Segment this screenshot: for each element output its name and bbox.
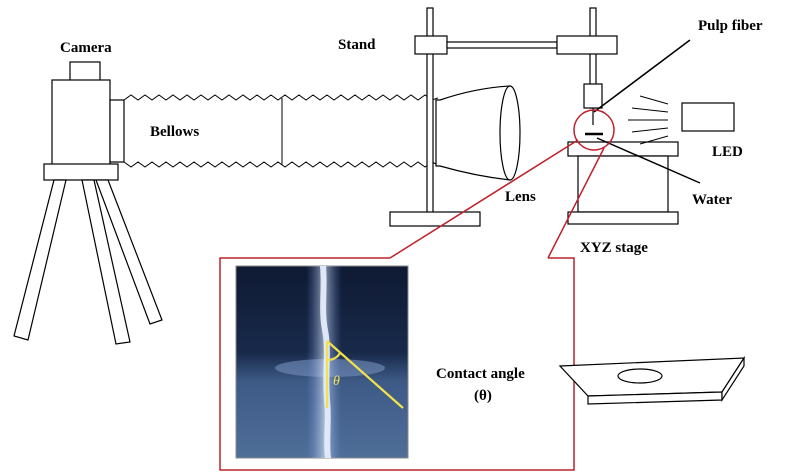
tripod-leg-left <box>13 179 67 341</box>
bellows-top-edge <box>123 94 439 101</box>
camera <box>13 61 163 345</box>
angle-mark <box>325 340 404 409</box>
plate-droplet <box>617 368 663 384</box>
contact-angle-photo: θ <box>235 265 409 459</box>
label-bellows: Bellows <box>150 124 199 140</box>
label-stand: Stand <box>338 37 376 53</box>
label-water: Water <box>692 192 732 208</box>
camera-viewfinder <box>69 61 101 83</box>
stand-base <box>389 211 481 227</box>
label-camera: Camera <box>60 40 112 56</box>
label-xyz-stage: XYZ stage <box>580 240 648 256</box>
zoom-line-left <box>389 139 579 259</box>
camera-mount <box>109 99 125 163</box>
label-led: LED <box>712 144 743 160</box>
stand-clamp <box>414 35 448 55</box>
label-contact-angle: Contact angle <box>436 366 525 382</box>
xyz-stage <box>556 7 679 225</box>
zoom-circle <box>573 109 615 151</box>
theta-symbol: θ <box>333 374 340 389</box>
camera-body <box>51 79 111 167</box>
led <box>628 95 735 145</box>
zoom-callout <box>219 109 615 471</box>
bellows-bottom-edge <box>123 161 439 168</box>
label-theta-paren: (θ) <box>474 388 492 404</box>
holder-clamp <box>556 35 618 55</box>
fiber-core <box>320 266 331 458</box>
label-pulp-fiber: Pulp fiber <box>698 18 763 34</box>
zoom-frame <box>219 257 575 471</box>
led-box <box>681 102 735 132</box>
stage-body <box>577 155 669 213</box>
pulp-fiber-pointer <box>593 39 691 113</box>
stand-arm <box>446 41 558 49</box>
led-light-rays <box>628 95 669 145</box>
water-pointer <box>596 137 701 184</box>
tripod-head <box>43 163 119 181</box>
bellows <box>123 94 439 168</box>
plate-edge <box>721 355 745 403</box>
lens-front <box>499 85 521 181</box>
sample-plate <box>558 355 746 405</box>
tripod-leg-mid <box>81 179 131 345</box>
holder-block <box>583 83 603 109</box>
tripod-leg-right <box>95 179 163 325</box>
label-lens: Lens <box>505 189 536 205</box>
zoom-line-right <box>547 147 605 259</box>
stage-base <box>567 211 679 225</box>
lens <box>435 85 521 181</box>
lens-body <box>435 85 511 181</box>
